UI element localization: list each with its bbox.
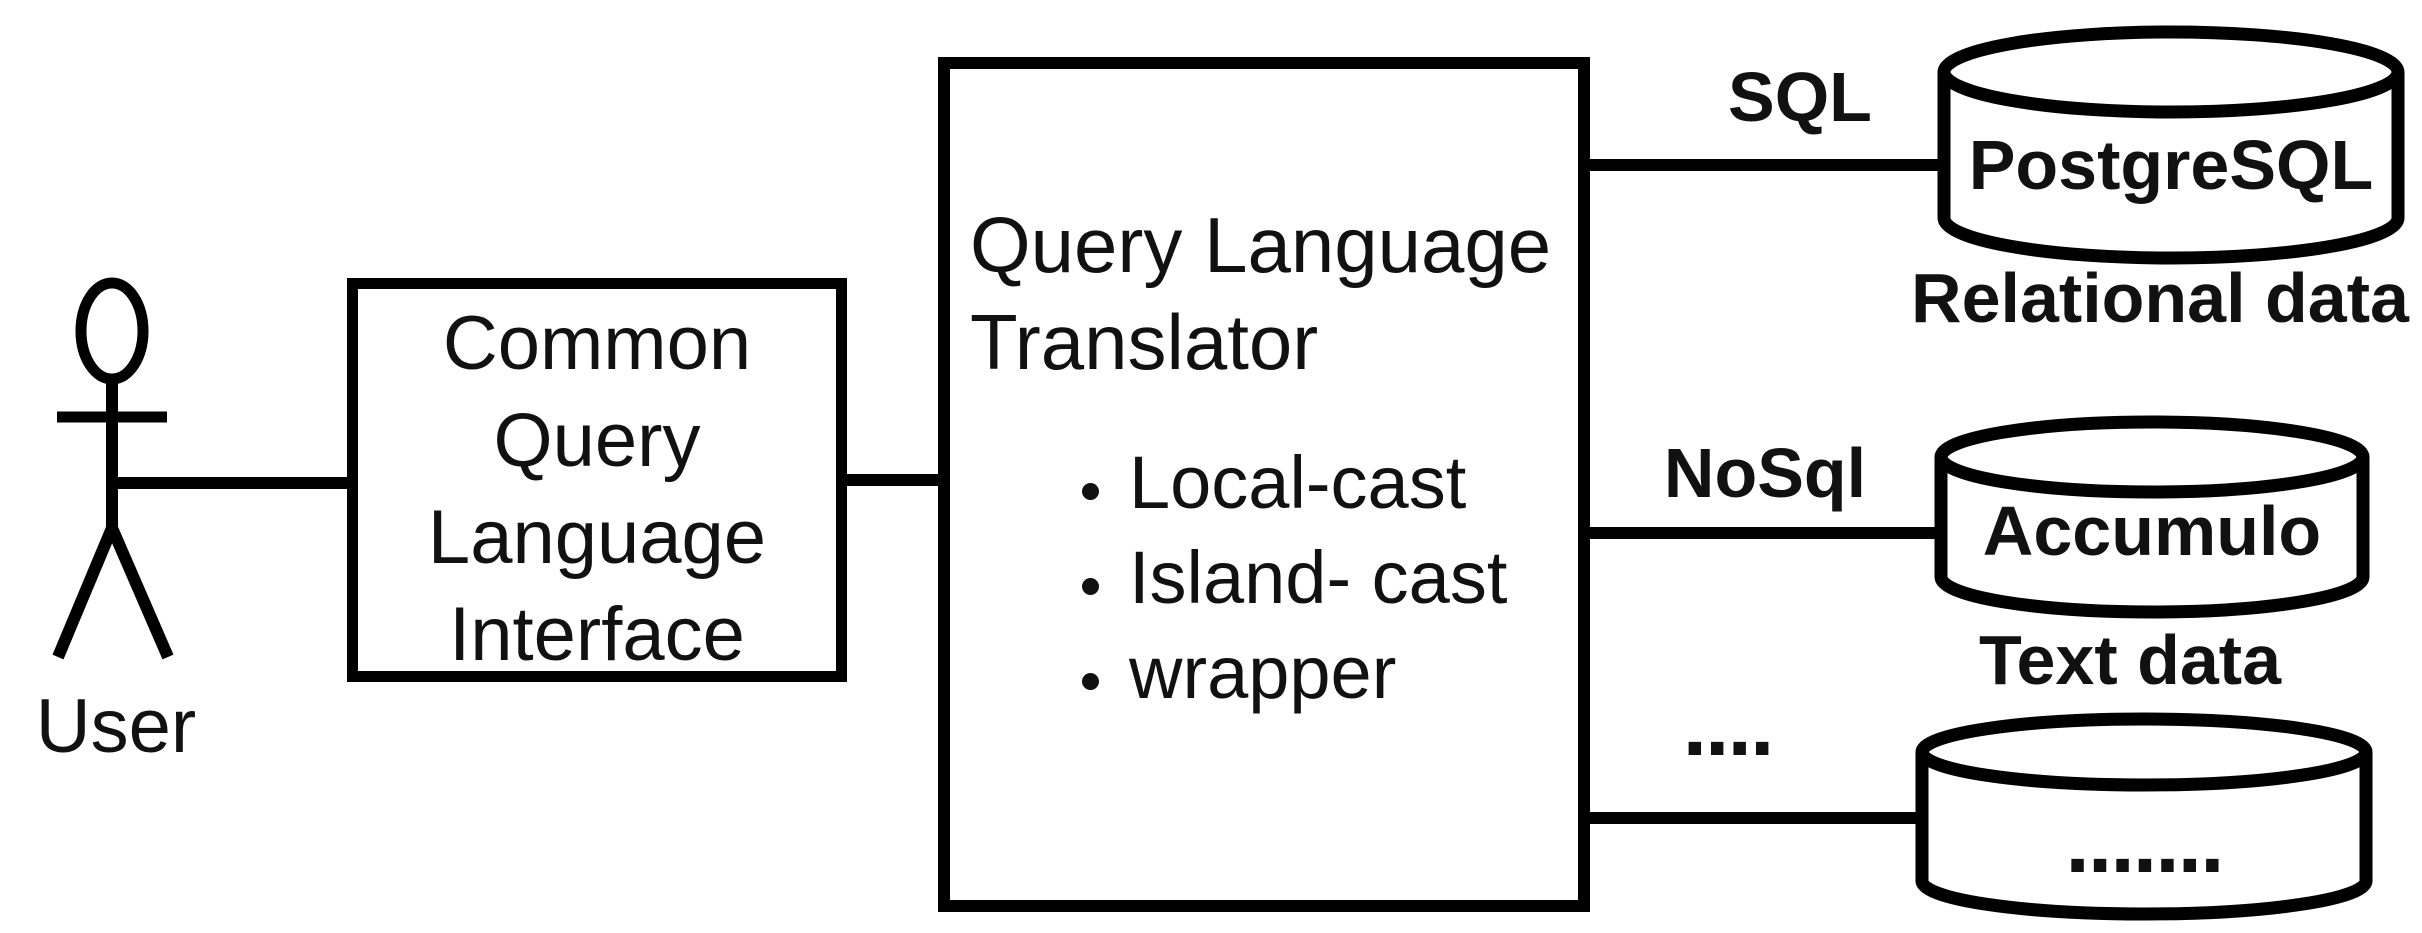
translator-bullet-island-cast: Island- cast bbox=[1082, 530, 1578, 625]
postgresql-label: PostgreSQL bbox=[1968, 126, 2374, 204]
interface-box-label: Common Query Language Interface bbox=[427, 301, 767, 677]
relational-data-label: Relational data bbox=[1911, 259, 2409, 337]
other-edge-label: .... bbox=[1682, 675, 1775, 774]
translator-bullet-wrapper: wrapper bbox=[1082, 625, 1578, 720]
translator-box-title: Query Language Translator bbox=[970, 201, 1552, 386]
accumulo-cylinder-body bbox=[1934, 457, 2370, 619]
user-label: User bbox=[35, 684, 197, 769]
bullet-label: Island- cast bbox=[1129, 536, 1508, 619]
actor-leg-right bbox=[106, 525, 174, 660]
postgresql-cylinder-top bbox=[1937, 25, 2405, 119]
other-cylinder-top bbox=[1915, 712, 2373, 792]
other-cylinder-body bbox=[1915, 752, 2373, 921]
accumulo-cylinder-icon bbox=[1934, 415, 2370, 619]
bullet-label: Local-cast bbox=[1129, 441, 1467, 524]
postgresql-cylinder-body bbox=[1937, 72, 2405, 265]
text-data-label: Text data bbox=[1978, 621, 2282, 699]
user-actor-icon bbox=[52, 277, 174, 660]
translator-bullet-local-cast: Local-cast bbox=[1082, 435, 1578, 530]
accumulo-cylinder-top bbox=[1934, 415, 2370, 499]
actor-leg-left bbox=[52, 525, 118, 660]
query-language-translator-box: Query Language Translator Local-cast Isl… bbox=[938, 57, 1590, 912]
postgresql-cylinder-icon bbox=[1937, 25, 2405, 265]
translator-bullet-list: Local-cast Island- cast wrapper bbox=[1082, 435, 1578, 720]
actor-head bbox=[75, 277, 149, 385]
accumulo-label: Accumulo bbox=[1982, 492, 2322, 570]
other-cylinder-icon bbox=[1915, 712, 2373, 921]
common-query-language-interface-box: Common Query Language Interface bbox=[347, 278, 847, 682]
other-datasource-label: ....... bbox=[2065, 792, 2224, 891]
sql-edge-label: SQL bbox=[1728, 58, 1872, 136]
nosql-edge-label: NoSql bbox=[1663, 434, 1867, 512]
bullet-label: wrapper bbox=[1129, 631, 1397, 714]
